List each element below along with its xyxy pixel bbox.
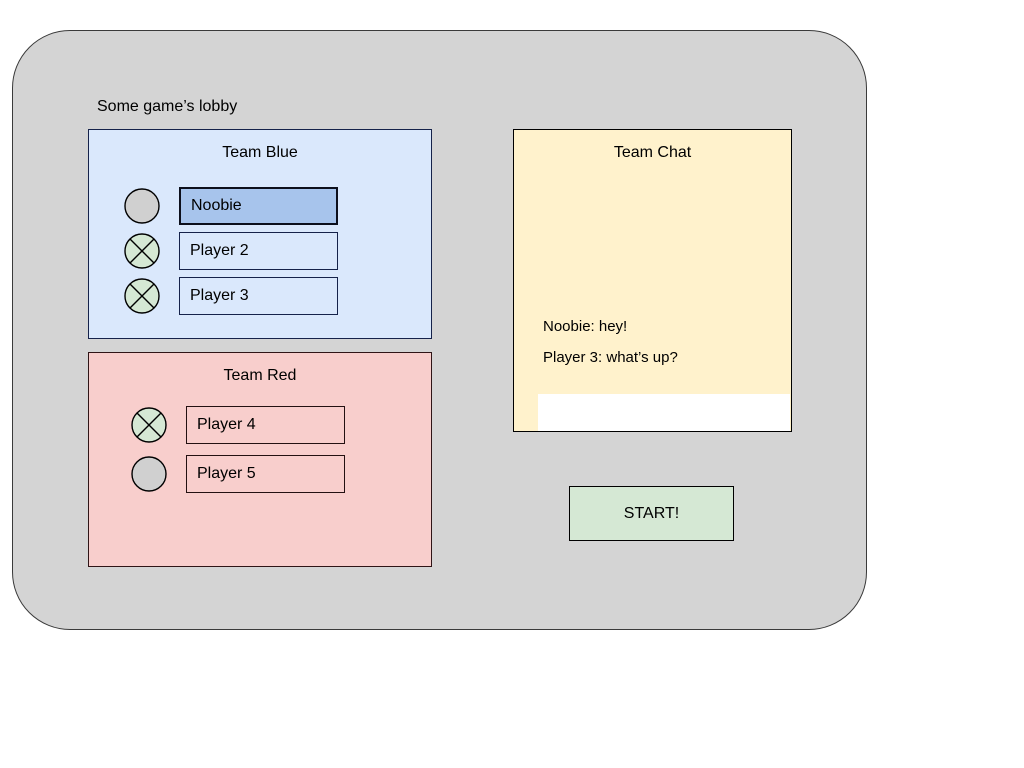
player-row[interactable]: Noobie — [123, 187, 338, 225]
circle-cross-icon — [123, 277, 161, 315]
player-row[interactable]: Player 5 — [130, 455, 345, 493]
player-name: Noobie — [179, 187, 338, 225]
team-red-panel: Team Red Player 4 Player 5 — [88, 352, 432, 567]
player-row[interactable]: Player 2 — [123, 232, 338, 270]
player-name: Player 4 — [186, 406, 345, 444]
player-name: Player 3 — [179, 277, 338, 315]
circle-plain-icon — [123, 187, 161, 225]
player-row[interactable]: Player 3 — [123, 277, 338, 315]
chat-input[interactable] — [538, 394, 790, 431]
player-name: Player 5 — [186, 455, 345, 493]
circle-plain-icon — [130, 455, 168, 493]
chat-message: Player 3: what’s up? — [543, 349, 678, 366]
chat-message: Noobie: hey! — [543, 318, 628, 335]
team-chat-panel: Team Chat Noobie: hey! Player 3: what’s … — [513, 129, 792, 432]
chat-log: Noobie: hey! Player 3: what’s up? — [543, 311, 777, 373]
team-blue-title: Team Blue — [222, 144, 298, 161]
team-chat-title: Team Chat — [613, 144, 692, 161]
lobby-title: Some game’s lobby — [97, 98, 238, 115]
player-name: Player 2 — [179, 232, 338, 270]
lobby-window: Some game’s lobby Team Blue Noobie Playe… — [12, 30, 867, 630]
circle-cross-icon — [130, 406, 168, 444]
team-red-title: Team Red — [223, 367, 297, 384]
start-button[interactable]: START! — [569, 486, 734, 541]
circle-cross-icon — [123, 232, 161, 270]
team-blue-panel: Team Blue Noobie Player 2 — [88, 129, 432, 339]
player-row[interactable]: Player 4 — [130, 406, 345, 444]
